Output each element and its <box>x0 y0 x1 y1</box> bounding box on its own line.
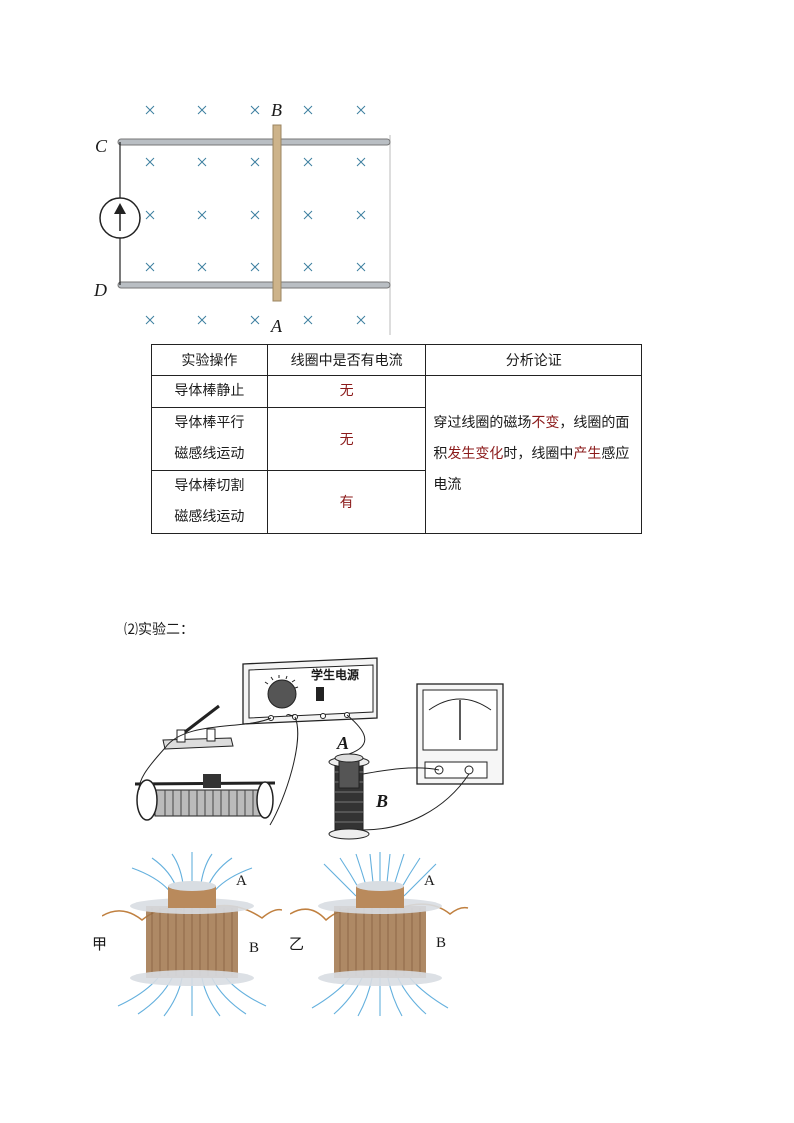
coil-pair-icon <box>328 753 370 840</box>
section-title: ⑵实验二： <box>124 622 194 638</box>
field-x-mark <box>145 262 155 272</box>
field-x-mark <box>145 157 155 167</box>
field-x-mark <box>145 210 155 220</box>
rheostat-icon <box>134 774 276 821</box>
header-current: 线圈中是否有电流 <box>266 344 427 376</box>
magnetic-field-marks <box>145 105 366 325</box>
power-symbol: ~ <box>285 708 296 722</box>
experiment2-apparatus <box>134 657 504 840</box>
table-row: 导体棒平行磁感线运动 无 <box>151 407 642 471</box>
table-header-row: 实验操作 线圈中是否有电流 分析论证 <box>151 344 642 376</box>
row2-current: 无 <box>266 407 427 471</box>
field-x-mark <box>303 262 313 272</box>
experiment-table: 实验操作 线圈中是否有电流 分析论证 导体棒静止 无 穿过线圈的磁场不变，线圈的… <box>151 344 642 534</box>
conductor-rod <box>272 124 282 302</box>
row1-operation: 导体棒静止 <box>151 375 268 408</box>
table-row: 导体棒切割磁感线运动 有 <box>151 470 642 534</box>
coil-yi-outer-label: B <box>436 935 447 951</box>
row3-current: 有 <box>266 470 427 534</box>
field-x-mark <box>250 157 260 167</box>
rail-top <box>117 138 391 146</box>
field-x-mark <box>303 157 313 167</box>
field-x-mark <box>303 315 313 325</box>
analysis-cell: 穿过线圈的磁场不变，线圈的面积发生变化时，线圈中产生感应电流 <box>425 375 642 534</box>
row1-current: 无 <box>266 375 427 408</box>
coil-yi-inner-label: A <box>424 873 435 889</box>
coil-illustration-yi <box>290 852 469 1017</box>
field-x-mark <box>356 315 366 325</box>
field-x-mark <box>356 105 366 115</box>
field-x-mark <box>197 315 207 325</box>
coil-yi-tag: 乙 <box>289 937 305 953</box>
galvanometer-icon <box>416 683 504 785</box>
coil-illustration-jia <box>102 852 282 1017</box>
label-D: D <box>94 280 107 300</box>
field-x-mark <box>197 210 207 220</box>
table-row: 导体棒静止 无 穿过线圈的磁场不变，线圈的面积发生变化时，线圈中产生感应电流 <box>151 375 642 534</box>
coil-label-A: A <box>337 733 350 753</box>
label-C: C <box>95 136 108 156</box>
coil-jia-inner-label: A <box>236 873 247 889</box>
field-x-mark <box>356 210 366 220</box>
header-operation: 实验操作 <box>151 344 268 376</box>
coil-jia-outer-label: B <box>249 940 260 956</box>
field-x-mark <box>356 157 366 167</box>
row3-operation: 导体棒切割磁感线运动 <box>151 470 268 534</box>
field-x-mark <box>197 262 207 272</box>
label-B: B <box>271 100 282 120</box>
rail-circuit-figure <box>99 105 391 335</box>
field-x-mark <box>250 105 260 115</box>
field-x-mark <box>250 315 260 325</box>
switch-icon <box>162 704 234 750</box>
power-supply-label: 学生电源 <box>311 668 360 682</box>
field-x-mark <box>356 262 366 272</box>
coil-jia-tag: 甲 <box>92 937 108 953</box>
field-x-mark <box>250 262 260 272</box>
power-supply-icon <box>242 657 378 725</box>
field-x-mark <box>250 210 260 220</box>
field-x-mark <box>197 105 207 115</box>
field-x-mark <box>145 105 155 115</box>
field-x-mark <box>197 157 207 167</box>
label-A: A <box>271 316 282 336</box>
field-x-mark <box>303 210 313 220</box>
coil-label-B: B <box>376 791 389 811</box>
header-analysis: 分析论证 <box>425 344 642 376</box>
field-x-mark <box>303 105 313 115</box>
field-x-mark <box>145 315 155 325</box>
ammeter-arrow-icon <box>99 197 141 239</box>
rail-bottom <box>117 281 391 289</box>
row2-operation: 导体棒平行磁感线运动 <box>151 407 268 471</box>
